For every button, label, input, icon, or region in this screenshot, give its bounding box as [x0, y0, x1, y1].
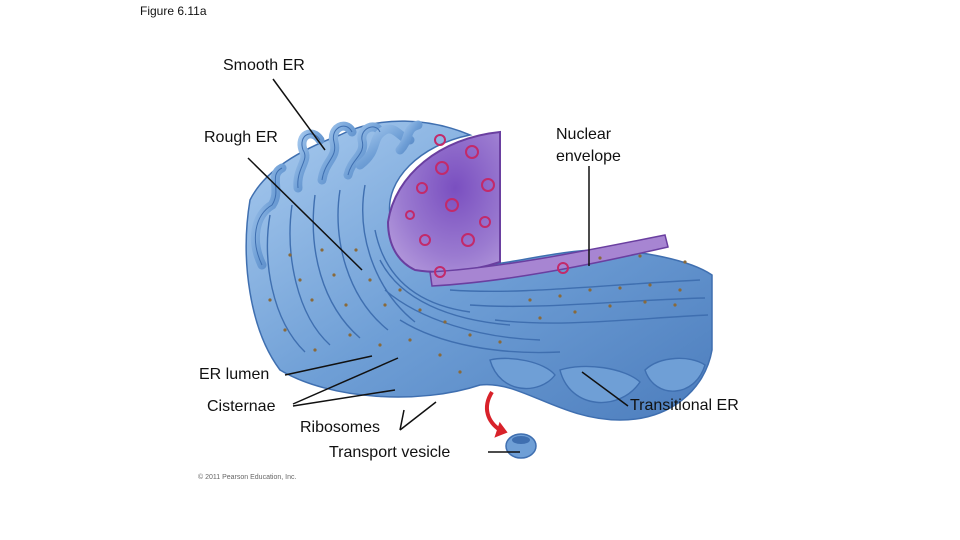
smooth-er-label: Smooth ER	[223, 57, 305, 74]
nuclear-envelope-label-line2: envelope	[556, 148, 621, 165]
smooth-er-tubule-outline	[254, 125, 381, 266]
curved-arrow-icon	[484, 390, 508, 438]
nuclear-envelope-label-line1: Nuclear	[556, 126, 612, 143]
figure-number: Figure 6.11a	[140, 4, 207, 18]
rough-er-label: Rough ER	[204, 129, 278, 146]
transport-vesicle	[505, 433, 537, 459]
leader-lines	[247, 78, 629, 453]
transport-vesicle-label: Transport vesicle	[329, 444, 451, 461]
ribosomes-dots	[268, 248, 687, 374]
nuclear-envelope-band	[429, 234, 669, 287]
nuclear-pores	[405, 134, 569, 278]
cisternae-folds	[266, 184, 709, 354]
cisternae-label: Cisternae	[207, 398, 276, 415]
copyright-text: © 2011 Pearson Education, Inc.	[198, 474, 297, 481]
ribosomes-label: Ribosomes	[300, 419, 381, 436]
transitional-er-label: Transitional ER	[630, 397, 739, 414]
er-lumen-label: ER lumen	[199, 366, 270, 383]
